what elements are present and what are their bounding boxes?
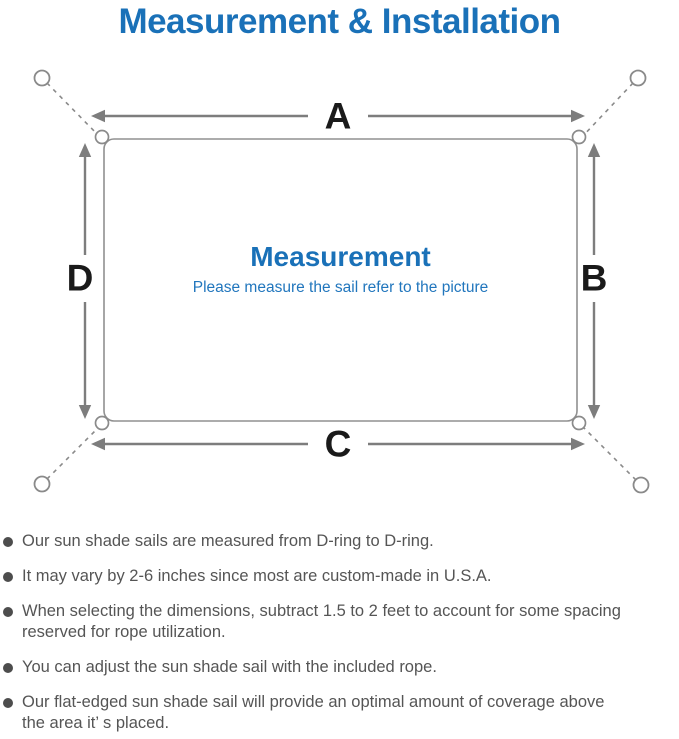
rope-line-bottom-left [46, 424, 102, 480]
arrowhead-b-down-icon [587, 405, 601, 419]
sail-outline [103, 138, 578, 422]
dimension-label-b: B [580, 257, 608, 299]
list-item: When selecting the dimensions, subtract … [3, 601, 675, 643]
list-item: Our flat-edged sun shade sail will provi… [3, 692, 675, 734]
d-ring-icon-bottom-right [571, 415, 587, 431]
measurement-subheading: Please measure the sail refer to the pic… [192, 279, 489, 296]
note-text: When selecting the dimensions, subtract … [22, 602, 621, 641]
page-title: Measurement & Installation [118, 2, 561, 41]
anchor-ring-icon-top-left [33, 69, 51, 87]
note-text: It may vary by 2-6 inches since most are… [22, 567, 492, 585]
measurement-diagram: A B C D Measurement Please measure the s… [0, 55, 679, 521]
dimension-label-d: D [66, 257, 94, 299]
diagram-graphics [33, 69, 650, 494]
arrowhead-d-down-icon [78, 405, 92, 419]
anchor-ring-icon-top-right [629, 69, 647, 87]
arrowhead-c-right-icon [571, 437, 585, 451]
anchor-ring-icon-bottom-left [33, 475, 51, 493]
d-ring-icon-top-left [94, 129, 110, 145]
bullet-dot-icon [3, 537, 13, 547]
rope-line-top-right [580, 82, 634, 139]
arrowhead-b-up-icon [587, 143, 601, 157]
d-ring-icon-top-right [571, 129, 587, 145]
d-ring-icon-bottom-left [94, 415, 110, 431]
rope-line-bottom-right [580, 424, 637, 481]
list-item: Our sun shade sails are measured from D-… [3, 531, 675, 552]
list-item: You can adjust the sun shade sail with t… [3, 657, 675, 678]
arrowhead-a-left-icon [91, 109, 105, 123]
arrowhead-a-right-icon [571, 109, 585, 123]
bullet-dot-icon [3, 663, 13, 673]
list-item: It may vary by 2-6 inches since most are… [3, 566, 675, 587]
note-text: Our flat-edged sun shade sail will provi… [22, 693, 605, 732]
anchor-ring-icon-bottom-right [632, 476, 650, 494]
rope-line-top-left [46, 82, 102, 139]
bullet-dot-icon [3, 607, 13, 617]
bullet-dot-icon [3, 572, 13, 582]
dimension-label-a: A [324, 95, 352, 137]
note-text: Our sun shade sails are measured from D-… [22, 532, 434, 550]
notes-list: Our sun shade sails are measured from D-… [3, 531, 675, 739]
note-text: You can adjust the sun shade sail with t… [22, 658, 437, 676]
arrowhead-d-up-icon [78, 143, 92, 157]
bullet-dot-icon [3, 698, 13, 708]
diagram-center-text: Measurement Please measure the sail refe… [104, 241, 577, 297]
arrowhead-c-left-icon [91, 437, 105, 451]
dimension-label-c: C [324, 423, 352, 465]
measurement-heading: Measurement [250, 241, 431, 272]
